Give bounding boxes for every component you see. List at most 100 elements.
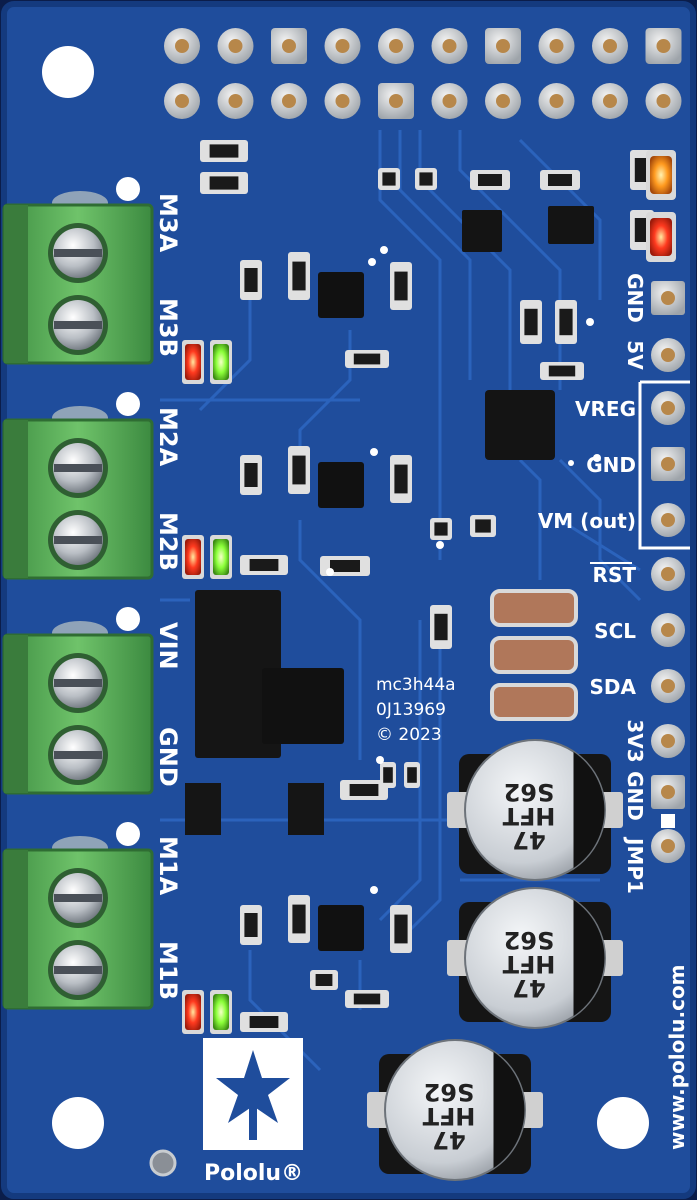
terminal-hole [116,177,140,201]
edge-pin-pad [651,503,685,537]
terminal-block [2,392,154,598]
trace [398,130,472,380]
trace [378,130,442,560]
smd-part [240,260,262,300]
header-hole [335,39,350,53]
header-hole [282,94,296,108]
terminal-label: VIN [154,622,182,670]
header-hole [442,94,457,108]
smd-part [430,518,452,540]
edge-pin-pad [651,391,685,425]
header-hole [496,39,510,53]
header-hole [603,39,617,53]
smd-part [200,172,248,194]
trace [408,620,442,932]
trace [298,520,362,760]
pin-label: GND [623,273,647,323]
smd-part [520,300,542,344]
capacitor-marking: HFT [502,802,555,830]
terminal-label: GND [154,727,182,787]
trace [558,458,602,560]
header-hole [228,94,243,108]
trace [598,558,642,602]
header-hole [656,94,671,108]
silkscreen-dot [370,886,378,894]
trace [198,300,252,412]
edge-pin-pad [651,557,685,591]
smd-part [430,605,452,649]
mounting-holes [42,46,649,1177]
silkscreen-dot [380,246,388,254]
header-hole [442,39,457,53]
brand-name: Pololu® [204,1161,303,1186]
terminal-block [2,822,154,1028]
capacitor-marking: 47 [432,1126,465,1154]
pin-label: VM (out) [538,509,636,533]
led [646,212,676,262]
edge-pin-pad [651,447,685,481]
terminal-hole [116,607,140,631]
led [210,990,232,1034]
smd-part [470,170,510,190]
header-hole [389,94,403,108]
smd-part [470,515,496,537]
pin-label: 3V3 [623,719,647,762]
header-hole [549,94,564,108]
terminal-label: M2B [154,512,182,571]
website-url: www.pololu.com [665,964,689,1150]
pin-label: 5V [623,340,647,370]
edge-pin-pad [651,829,685,863]
integrated-circuits [185,206,594,951]
smd-part [200,140,248,162]
header-hole [282,39,296,53]
silkscreen-dot [436,541,444,549]
pin-label: VREG [575,397,636,421]
smd-part [345,990,389,1008]
terminal-block [2,177,154,383]
terminal-label: M1A [154,836,182,896]
terminal-label: M2A [154,407,182,467]
edge-pin-pads [651,281,685,863]
pin-label: RST [593,563,637,587]
silkscreen-dot [568,460,574,466]
capacitor-marking: HFT [422,1102,475,1130]
pin-label: JMP1 [623,836,647,894]
terminal-hole [116,392,140,416]
smd-part [390,262,412,310]
smd-part [390,905,412,953]
header-pin-pads [164,28,682,119]
trace [559,518,641,572]
header-hole [389,39,403,53]
board-part-number: 0J13969 [376,700,446,720]
star-logo-icon [216,1050,290,1123]
screw-terminal-blocks [2,177,154,1028]
terminal-block [2,607,154,813]
board-info-text: mc3h44a 0J13969 © 2023 [376,675,456,745]
smd-part [404,762,420,788]
silkscreen-dot [593,454,601,462]
header-hole [496,94,510,108]
smd-part [240,1012,288,1032]
silkscreen-dot [376,756,384,764]
silkscreen-dot [586,318,594,326]
smd-part [345,350,389,368]
capacitor-marking: S62 [504,926,555,954]
capacitor-marking: HFT [502,950,555,978]
smd-part [288,446,310,494]
pin-group-bracket [638,380,690,550]
smd-part [240,555,288,575]
board-copyright: © 2023 [376,725,442,745]
smd-part [380,762,396,788]
edge-pin-pad [651,669,685,703]
edge-pin-pad [651,775,685,809]
edge-pin-pad [651,613,685,647]
smd-part [310,970,338,990]
pin-label: GND [623,771,647,821]
capacitor-marking: S62 [424,1078,475,1106]
board-revision: mc3h44a [376,675,456,695]
